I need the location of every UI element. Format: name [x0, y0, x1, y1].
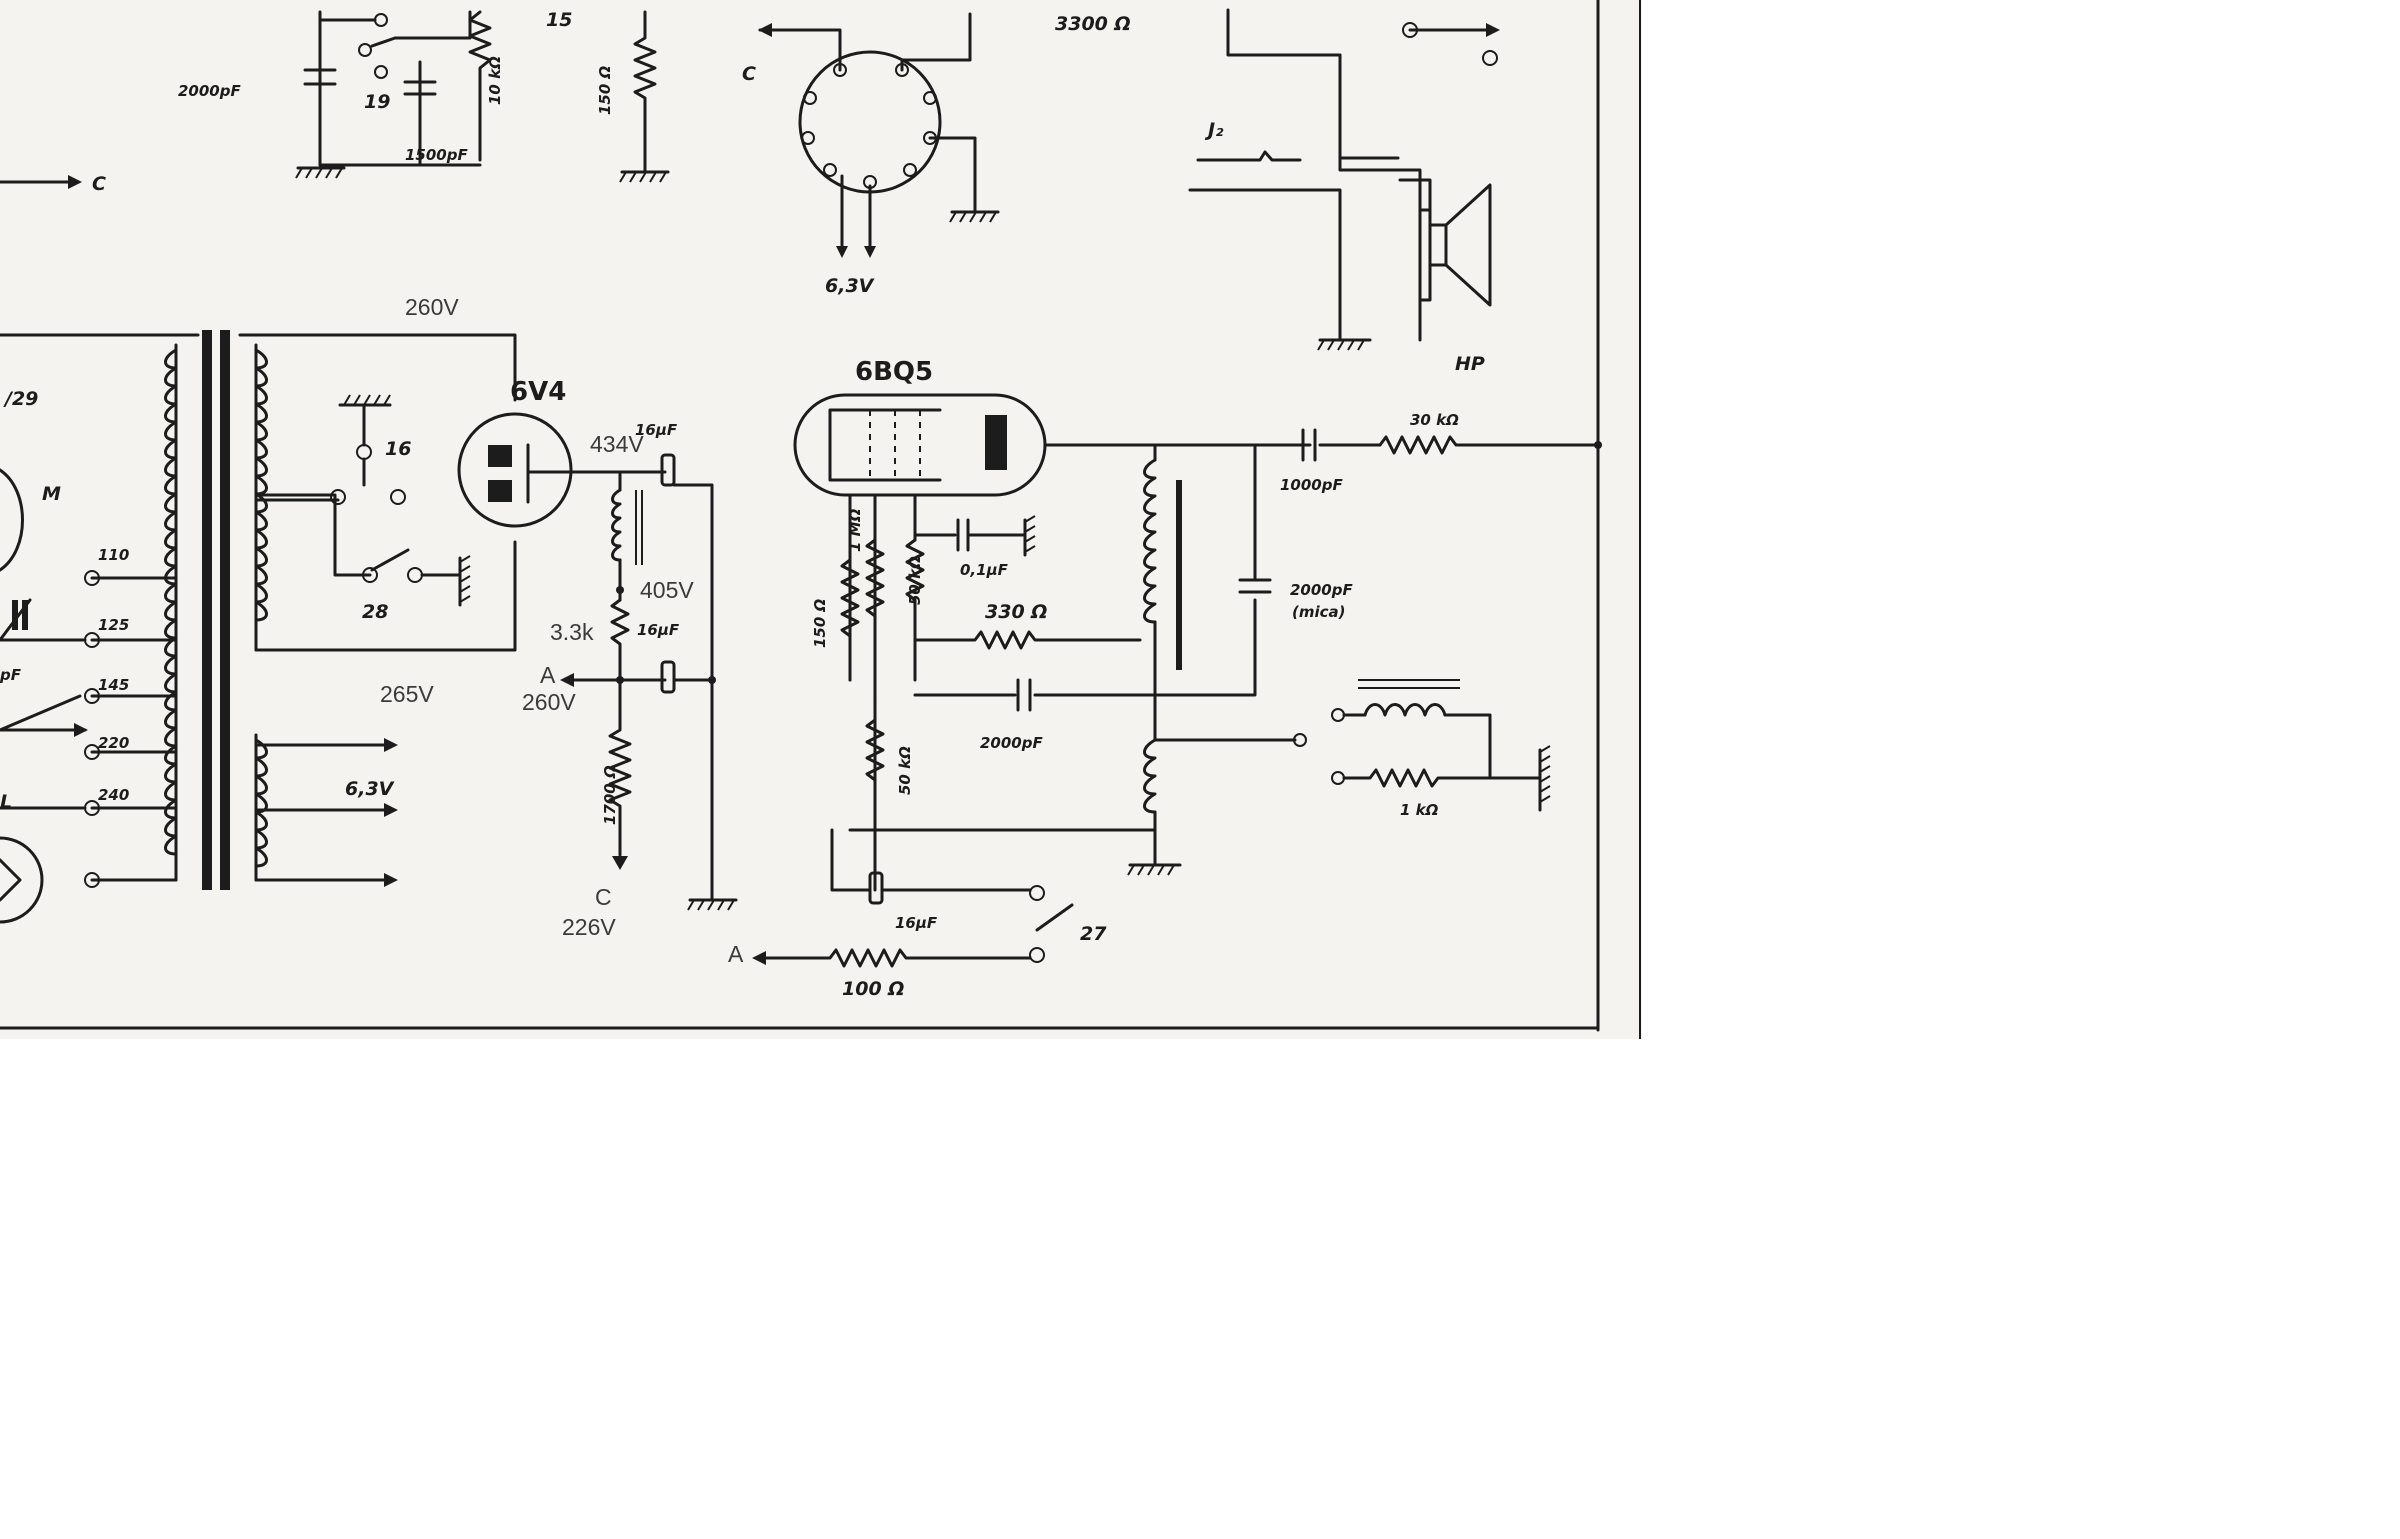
lamp-partial	[0, 836, 44, 924]
lbl-c-arrow: C	[92, 173, 106, 195]
lbl-a-bottom: A	[728, 941, 744, 967]
amplifier-power-supply-schematic: 2000pF 19 10 kΩ 1500pF 15 150 Ω C 6,3V 3…	[0, 0, 1641, 1039]
lbl-16uf-b: 16µF	[637, 621, 680, 639]
lbl-2000pf-top: 2000pF	[178, 82, 241, 100]
res-100	[758, 948, 1032, 968]
lbl-15: 15	[546, 9, 572, 31]
speaker-coil	[1428, 223, 1448, 267]
lbl-16uf-c: 16µF	[895, 914, 938, 932]
lbl-405v: 405V	[640, 577, 694, 603]
lbl-c-top: C	[742, 63, 756, 85]
transformer-core	[202, 330, 212, 890]
lbl-110: 110	[98, 546, 129, 564]
lbl-260v-mid: 260V	[522, 689, 576, 715]
lbl-1700: 1700 Ω	[601, 765, 619, 825]
lbl-sw27: 27	[1080, 923, 1107, 945]
tube-socket	[798, 50, 942, 194]
cap-16uf-c	[868, 871, 884, 905]
lbl-150: 150 Ω	[596, 65, 614, 115]
res-30k	[1378, 435, 1600, 455]
lbl-1500pf: 1500pF	[405, 146, 468, 164]
schematic-scan: 2000pF 19 10 kΩ 1500pF 15 150 Ω C 6,3V 3…	[0, 0, 1642, 1039]
lbl-434v: 434V	[590, 431, 644, 457]
lbl-l: L	[0, 791, 12, 813]
cap-2000pf-right	[1238, 578, 1272, 594]
choke	[611, 488, 622, 562]
lbl-sw19: 19	[364, 91, 390, 113]
lbl-3300: 3300 Ω	[1055, 13, 1131, 35]
cap-16uf-b	[660, 660, 676, 694]
lbl-100: 100 Ω	[842, 978, 904, 1000]
lbl-1000pf: 1000pF	[1280, 476, 1343, 494]
lbl-220: 220	[98, 734, 129, 752]
lbl-50k: 50 kΩ	[906, 556, 924, 605]
lbl-63v-top: 6,3V	[825, 275, 875, 297]
lbl-145: 145	[98, 676, 129, 694]
res-33k	[610, 598, 630, 682]
lbl-226v: 226V	[562, 914, 616, 940]
lbl-150k: 150 Ω	[811, 598, 829, 648]
cap-2000pf-mid	[1016, 678, 1032, 712]
lbl-265v: 265V	[380, 681, 434, 707]
lbl-pf-left: pF	[0, 666, 22, 684]
lbl-1meg: 1 MΩ	[846, 508, 864, 552]
cap-2000pf-top	[303, 68, 337, 86]
speaker-cone	[1444, 183, 1492, 307]
lbl-10k: 10 kΩ	[486, 56, 504, 105]
res-1k	[1342, 768, 1542, 788]
lbl-29: /29	[3, 388, 38, 410]
lbl-6v4: 6V4	[510, 377, 566, 407]
blank-area-right	[1642, 0, 2400, 1539]
lbl-260v-top: 260V	[405, 294, 459, 320]
res-10k	[468, 10, 492, 162]
lbl-6bq5: 6BQ5	[855, 357, 933, 387]
lbl-sw16: 16	[385, 438, 411, 460]
res-150-top	[633, 10, 657, 174]
lbl-30k: 30 kΩ	[1410, 411, 1459, 429]
cap-1000pf	[1301, 428, 1317, 462]
lbl-01uf: 0,1µF	[960, 561, 1009, 579]
lbl-330: 330 Ω	[985, 601, 1047, 623]
lbl-240: 240	[98, 786, 129, 804]
lbl-1k: 1 kΩ	[1400, 801, 1439, 819]
cap-16uf-a	[660, 453, 676, 487]
lbl-50k-b: 50 kΩ	[896, 746, 914, 795]
lbl-2000pf-right: 2000pF	[1290, 581, 1353, 599]
lbl-c-bottom: C	[595, 884, 612, 910]
lbl-sw28: 28	[362, 601, 388, 623]
lbl-125: 125	[98, 616, 129, 634]
lbl-mica: (mica)	[1292, 603, 1346, 621]
lbl-33k: 3.3k	[550, 619, 594, 645]
tube-6v4	[457, 412, 573, 528]
lbl-a-mid: A	[540, 662, 556, 688]
lbl-2000pf-mid: 2000pF	[980, 734, 1043, 752]
res-330	[913, 630, 1142, 650]
motor-partial	[0, 468, 24, 572]
lbl-63v-mid: 6,3V	[345, 778, 395, 800]
choke-right	[1363, 703, 1447, 717]
lbl-hp: HP	[1455, 353, 1485, 375]
res-1700	[608, 678, 632, 857]
lbl-16uf-a: 16µF	[635, 421, 678, 439]
output-transformer-primary	[1143, 458, 1157, 624]
lbl-j2: J₂	[1204, 119, 1224, 141]
blank-area-bottom	[0, 1039, 1642, 1539]
lbl-m: M	[42, 483, 61, 505]
jack-contact	[1196, 150, 1302, 162]
